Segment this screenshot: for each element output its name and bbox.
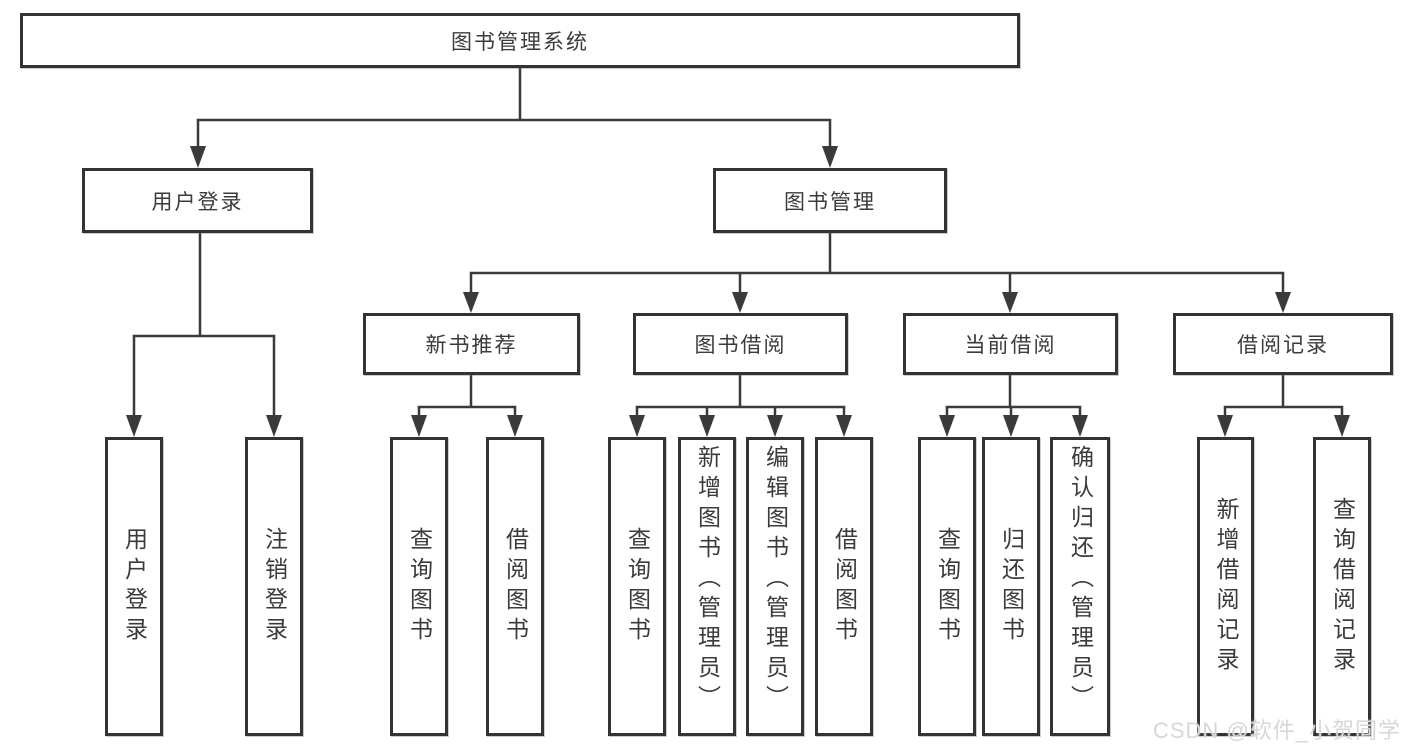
leaf-query-borrow-record: 查询借阅记录 <box>1313 437 1371 736</box>
arrowhead <box>126 415 142 437</box>
arrowhead <box>1217 415 1233 437</box>
leaf-borrow-books: 借阅图书 <box>815 437 873 736</box>
leaf-query-books-current: 查询图书 <box>918 437 976 736</box>
node-borrow-records: 借阅记录 <box>1173 313 1393 375</box>
node-book-management: 图书管理 <box>713 168 947 233</box>
arrowhead <box>1003 415 1019 437</box>
arrowhead <box>411 415 427 437</box>
arrowhead <box>699 415 715 437</box>
leaf-borrow-books-recommend: 借阅图书 <box>486 437 544 736</box>
leaf-add-books-admin: 新增图书（管理员） <box>678 437 736 736</box>
arrowhead-group <box>126 146 1350 437</box>
node-new-book-recommend: 新书推荐 <box>363 313 580 375</box>
node-user-login: 用户登录 <box>82 168 313 233</box>
arrowhead <box>822 146 838 168</box>
leaf-query-books-borrowing: 查询图书 <box>608 437 666 736</box>
arrowhead <box>1002 292 1018 313</box>
watermark-text: CSDN @软件_小贺同学 <box>1152 718 1401 743</box>
arrowhead <box>629 415 645 437</box>
leaf-add-borrow-record: 新增借阅记录 <box>1197 437 1254 736</box>
arrowhead <box>1275 292 1291 313</box>
leaf-return-books: 归还图书 <box>982 437 1040 736</box>
arrowhead <box>767 415 783 437</box>
node-book-borrowing: 图书借阅 <box>633 313 848 375</box>
arrowhead <box>732 292 748 313</box>
node-root: 图书管理系统 <box>20 13 1020 68</box>
leaf-query-books-recommend: 查询图书 <box>390 437 448 736</box>
leaf-user-login: 用户登录 <box>105 437 163 736</box>
leaf-edit-books-admin: 编辑图书（管理员） <box>746 437 804 736</box>
arrowhead <box>939 415 955 437</box>
arrowhead <box>463 292 479 313</box>
arrowhead <box>1334 415 1350 437</box>
arrowhead <box>836 415 852 437</box>
node-current-borrowing: 当前借阅 <box>903 313 1118 375</box>
arrowhead <box>507 415 523 437</box>
arrowhead <box>1072 415 1088 437</box>
arrowhead <box>266 415 282 437</box>
leaf-confirm-return-admin: 确认归还（管理员） <box>1050 437 1110 736</box>
leaf-logout-login: 注销登录 <box>245 437 303 736</box>
arrowhead <box>190 146 206 168</box>
